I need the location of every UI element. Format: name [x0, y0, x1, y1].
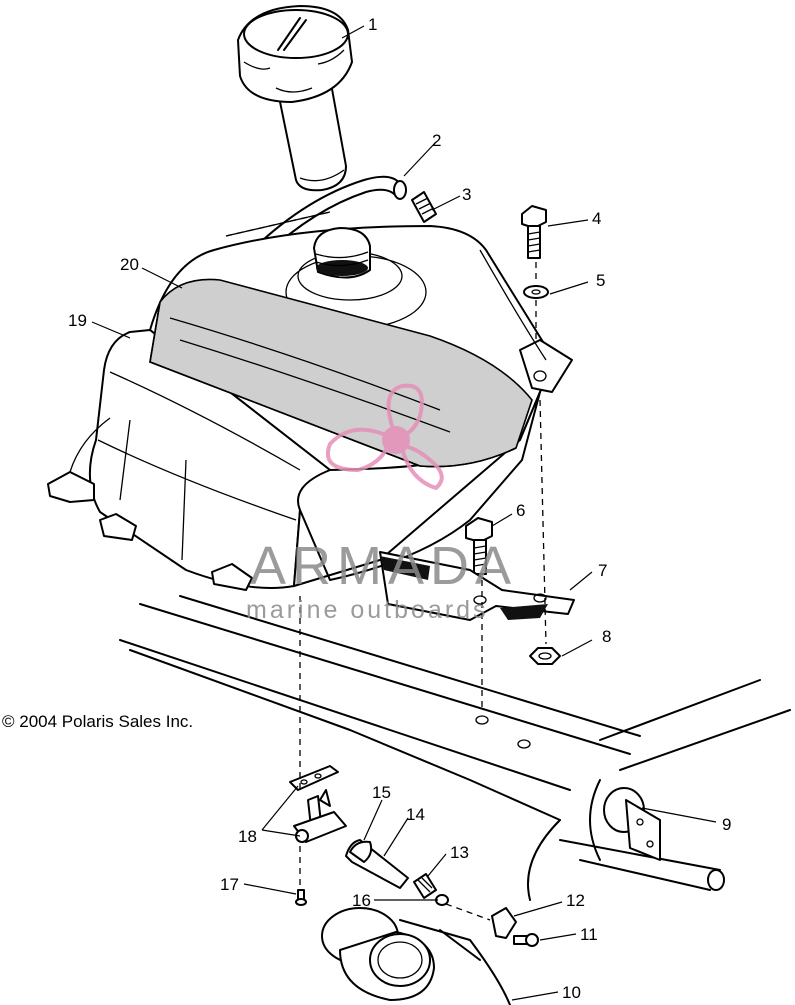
copyright-notice: © 2004 Polaris Sales Inc. — [2, 712, 194, 731]
callout-5: 5 — [596, 271, 605, 290]
fuel-cap-part — [237, 5, 353, 192]
callout-7: 7 — [598, 561, 607, 580]
callout-14: 14 — [406, 805, 425, 824]
callout-16: 16 — [352, 891, 371, 910]
callout-17: 17 — [220, 875, 239, 894]
callout-9: 9 — [722, 815, 731, 834]
callout-4: 4 — [592, 209, 601, 228]
callout-19: 19 — [68, 311, 87, 330]
callout-1: 1 — [368, 15, 377, 34]
fuel-filter-part — [413, 873, 437, 899]
fuel-line-part — [345, 839, 409, 889]
strap-bracket-part — [379, 551, 575, 621]
callout-numbers: 1 2 3 4 5 6 7 8 9 10 11 12 13 14 15 16 1… — [68, 15, 731, 1002]
foam-pad-part — [149, 278, 533, 468]
watermark: ARMADA marine outboards — [246, 383, 517, 624]
washer-part — [523, 285, 549, 299]
fuel-valve-part — [289, 765, 347, 843]
leader-lines — [91, 25, 717, 1001]
frame-part — [119, 595, 791, 1005]
vent-fitting-part — [411, 191, 437, 223]
callout-11: 11 — [580, 925, 598, 944]
callout-20: 20 — [120, 255, 139, 274]
bolt-middle-part — [465, 517, 493, 575]
watermark-tagline: marine outboards — [246, 596, 489, 624]
callout-3: 3 — [462, 185, 471, 204]
screw-small-part — [513, 933, 539, 947]
clamp-part — [491, 907, 517, 939]
callout-10: 10 — [562, 983, 581, 1002]
nut-part — [529, 647, 561, 665]
watermark-logo-icon — [326, 383, 444, 491]
screw-valve-part — [295, 889, 307, 906]
callout-2: 2 — [432, 131, 441, 150]
watermark-name: ARMADA — [250, 536, 517, 596]
callout-15: 15 — [372, 783, 391, 802]
callout-8: 8 — [602, 627, 611, 646]
callout-12: 12 — [566, 891, 585, 910]
callout-6: 6 — [516, 501, 525, 520]
callout-18: 18 — [238, 827, 257, 846]
alignment-lines — [225, 211, 547, 921]
bolt-top-part — [521, 205, 547, 259]
callout-13: 13 — [450, 843, 469, 862]
